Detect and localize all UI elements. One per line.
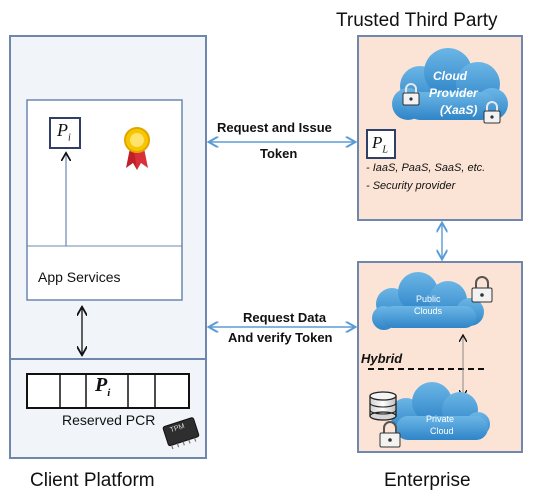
- database-icon: [369, 391, 397, 421]
- pi-box: [49, 117, 81, 149]
- public-clouds-text-1: Public: [416, 294, 441, 304]
- private-cloud-text-2: Cloud: [430, 426, 454, 436]
- pl-box: [366, 129, 396, 159]
- private-cloud-text-1: Private: [426, 414, 455, 424]
- pi-label: Pi: [57, 120, 71, 144]
- cloud-provider-text-2: Provider: [429, 86, 478, 100]
- lock-icon: [402, 83, 420, 106]
- cloud-provider-text-3: (XaaS): [440, 103, 478, 117]
- cloud-provider-text-1: Cloud: [433, 69, 467, 83]
- request-data-label: Request Data: [243, 310, 327, 325]
- public-clouds-text-2: Clouds: [414, 306, 443, 316]
- client-platform-title: Client Platform: [30, 470, 155, 491]
- public-cloud: [372, 272, 484, 330]
- reserved-pcr-label: Reserved PCR: [62, 412, 156, 428]
- award-badge-icon: [124, 127, 150, 170]
- enterprise-title: Enterprise: [384, 470, 471, 491]
- pl-label: PL: [372, 133, 388, 156]
- request-issue-label: Request and Issue: [217, 120, 332, 135]
- ttp-bullet-2: - Security provider: [366, 180, 456, 192]
- hybrid-label: Hybrid: [361, 351, 403, 366]
- request-data-label-2: And verify Token: [228, 330, 333, 345]
- ttp-bullet-1: - IaaS, PaaS, SaaS, etc.: [366, 162, 486, 174]
- lock-icon: [379, 421, 401, 448]
- lock-icon: [471, 276, 493, 303]
- pcr-pi-label: Pi: [95, 374, 111, 399]
- request-issue-label-2: Token: [260, 146, 298, 161]
- lock-icon: [483, 101, 501, 124]
- private-cloud: [390, 382, 490, 440]
- app-services-label: App Services: [38, 269, 121, 285]
- reserved-pcr-register: [26, 373, 190, 409]
- ttp-title: Trusted Third Party: [336, 10, 498, 31]
- tpm-chip-icon: [162, 417, 200, 450]
